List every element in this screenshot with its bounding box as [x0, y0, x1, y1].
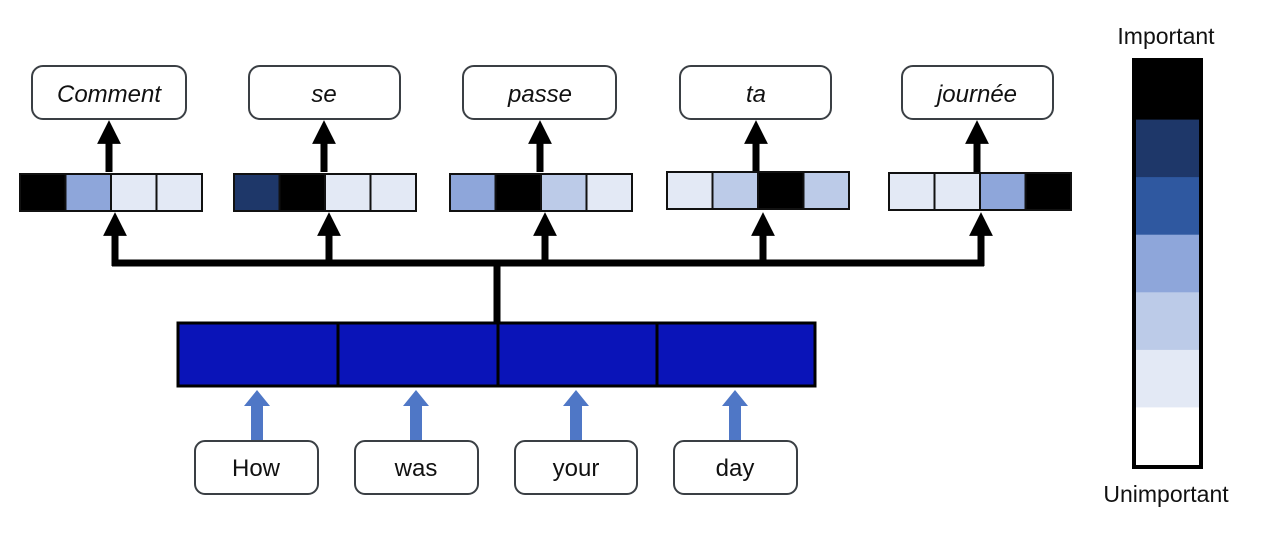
attention-weight-cell	[585, 173, 633, 212]
attention-weight-cell	[757, 171, 805, 210]
attention-weight-cell	[802, 171, 850, 210]
input-word-box: your	[514, 440, 638, 495]
output-word-box: ta	[679, 65, 832, 120]
attention-weight-cell	[278, 173, 326, 212]
input-word-label: How	[232, 455, 281, 482]
attention-weight-vectors	[19, 171, 1072, 212]
encoder-cell	[176, 321, 340, 388]
attention-weight-cell	[494, 173, 542, 212]
input-arrow	[563, 390, 589, 442]
input-word-label: your	[553, 455, 600, 482]
input-word-box-border	[194, 440, 319, 495]
legend-swatch	[1136, 234, 1199, 293]
output-word-box: se	[248, 65, 401, 120]
attention-weight-cell	[233, 173, 281, 212]
output-word-box-border	[901, 65, 1054, 120]
attention-weight-cell	[155, 173, 203, 212]
output-word-label: journée	[934, 81, 1017, 108]
output-word-box: Comment	[31, 65, 187, 120]
input-word-box-border	[514, 440, 638, 495]
input-word-box: was	[354, 440, 479, 495]
legend-top-label: Important	[1117, 23, 1215, 49]
legend-swatch	[1136, 407, 1199, 466]
input-word-box-border	[354, 440, 479, 495]
output-word-label: ta	[746, 81, 766, 108]
input-word-box-border	[673, 440, 798, 495]
legend-swatch	[1136, 119, 1199, 178]
output-word-label: passe	[507, 81, 572, 108]
input-arrow	[403, 390, 429, 442]
attention-weight-cell	[324, 173, 372, 212]
legend-swatch	[1136, 292, 1199, 351]
input-word-box: How	[194, 440, 319, 495]
input-word-label: was	[394, 455, 438, 482]
input-arrows	[244, 390, 748, 442]
attention-weight-cell	[369, 173, 417, 212]
output-word-label: se	[311, 81, 336, 108]
encoder-cell	[655, 321, 817, 388]
input-word-label: day	[716, 455, 755, 482]
input-arrow	[244, 390, 270, 442]
attention-weight-cell	[449, 173, 497, 212]
output-word-box-border	[679, 65, 832, 120]
attention-weight-cell	[64, 173, 112, 212]
attention-weight-cell	[540, 173, 588, 212]
legend-swatch	[1136, 177, 1199, 236]
legend-border	[1132, 58, 1203, 469]
attention-weight-cell	[110, 173, 158, 212]
output-word-box-border	[31, 65, 187, 120]
input-word-box: day	[673, 440, 798, 495]
output-word-box-border	[248, 65, 401, 120]
attention-weight-cell	[711, 171, 759, 210]
attention-weight-cell	[666, 171, 714, 210]
legend-swatch	[1136, 62, 1199, 121]
output-words: Comment se passe ta journée	[31, 65, 1054, 120]
attention-weight-cell	[19, 173, 67, 212]
legend-swatch	[1136, 349, 1199, 409]
attention-weight-cell	[1024, 172, 1072, 211]
attention-weight-cell	[888, 172, 936, 211]
input-arrow	[722, 390, 748, 442]
connection-wires	[103, 212, 993, 322]
output-arrows	[97, 120, 989, 172]
legend-color-scale	[1136, 62, 1199, 466]
output-word-box-border	[462, 65, 617, 120]
importance-legend: Important Unimportant	[1103, 23, 1229, 507]
legend-bottom-label: Unimportant	[1103, 481, 1229, 507]
output-word-box: passe	[462, 65, 617, 120]
input-words: How was your day	[194, 440, 798, 495]
attention-weight-cell	[933, 172, 981, 211]
attention-weight-cell	[979, 172, 1027, 211]
output-word-box: journée	[901, 65, 1054, 120]
encoder-block	[176, 321, 817, 388]
output-word-label: Comment	[57, 81, 162, 108]
encoder-cell	[496, 321, 659, 388]
encoder-cell	[336, 321, 500, 388]
